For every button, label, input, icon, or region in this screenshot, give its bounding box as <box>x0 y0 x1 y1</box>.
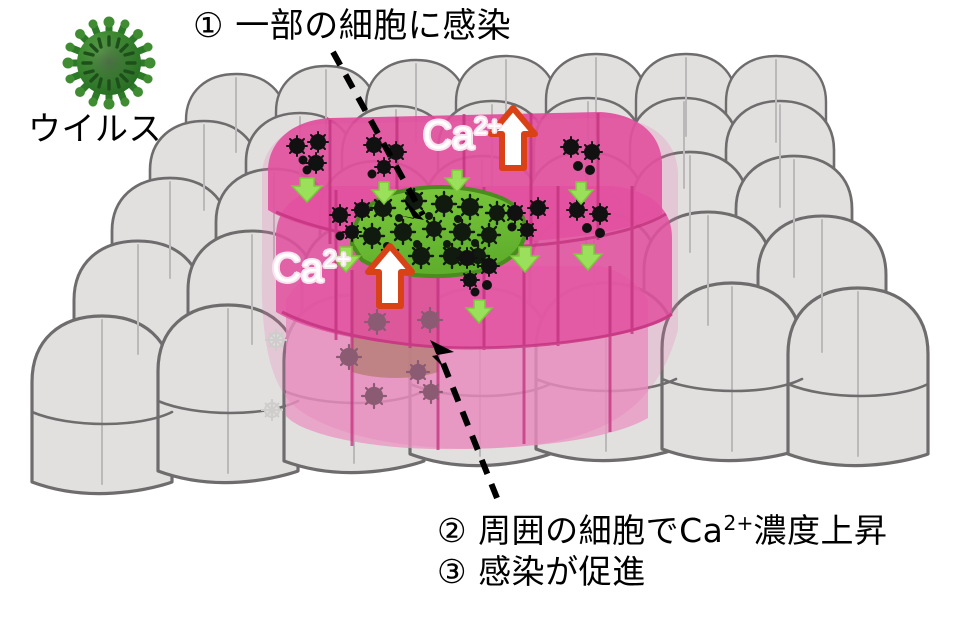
virus-cluster <box>566 199 611 238</box>
calcium-arrow-left <box>365 243 415 309</box>
virus-inner-spikes <box>81 35 137 91</box>
leader-step2 <box>434 346 500 500</box>
virus-particle-icon <box>62 16 156 110</box>
virus-particles-group <box>261 131 611 421</box>
annotation-step2: ② 周囲の細胞でCa2+濃度上昇 <box>437 503 887 551</box>
leader-lines <box>330 50 500 500</box>
virus-ghosts <box>261 329 287 421</box>
virus-cluster <box>456 247 500 297</box>
leader-step1 <box>330 50 426 217</box>
calcium-up-arrows <box>365 105 538 309</box>
virus-cluster <box>363 134 407 179</box>
annotation-step2-prefix: ② 周囲の細胞でCa <box>437 511 724 550</box>
virus-cluster <box>504 197 549 240</box>
virus-entry-arrows <box>290 169 604 325</box>
calcium-label-left-superscript: 2+ <box>323 246 351 273</box>
annotation-step3: ③ 感染が促進 <box>437 552 646 591</box>
leader-arrowheads <box>398 198 454 368</box>
annotation-step2-superscript: 2+ <box>723 511 754 535</box>
leader-step1-arrowhead <box>398 198 424 220</box>
virus-inside-infected-cell <box>358 187 510 272</box>
leader-step2-arrowhead <box>430 340 454 368</box>
calcium-label-top: Ca2+ <box>423 113 502 158</box>
annotation-step1: ① 一部の細胞に感染 <box>193 6 512 46</box>
virus-cluster <box>329 199 373 242</box>
virus-clusters-on-pink <box>286 131 611 297</box>
virus-particles-translucent <box>335 306 444 410</box>
calcium-label-top-base: Ca <box>423 113 475 158</box>
calcium-arrow-top <box>488 105 538 171</box>
calcium-label-left-base: Ca <box>272 246 324 291</box>
calcium-label-top-superscript: 2+ <box>474 113 502 140</box>
virus-spike-knobs <box>62 16 156 110</box>
legend-virus-label: ウイルス <box>28 109 162 148</box>
virus-cluster <box>286 131 329 175</box>
calcium-label-left: Ca2+ <box>272 246 351 291</box>
annotation-step2-suffix: 濃度上昇 <box>753 511 888 550</box>
virus-cluster <box>560 136 603 175</box>
